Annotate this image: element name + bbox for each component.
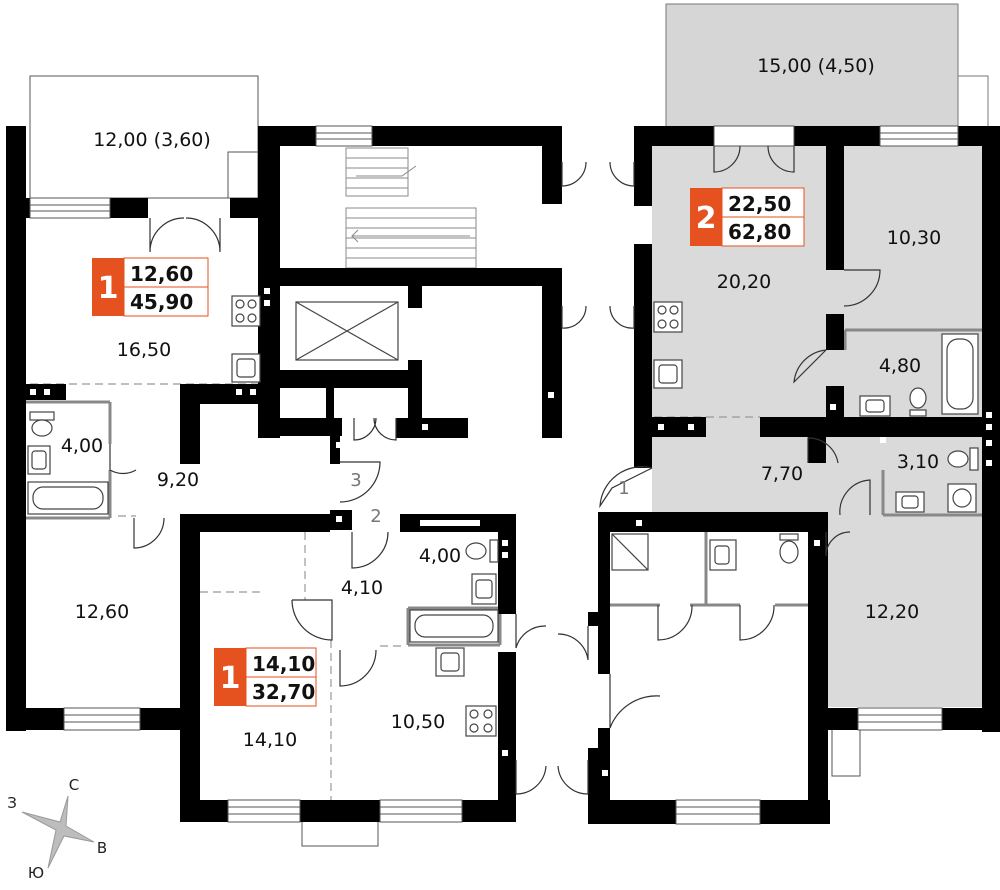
room-area: 12,20 (865, 601, 919, 623)
fixtures (27, 295, 979, 737)
sink-icon (231, 353, 261, 383)
entrance-number: 2 (370, 506, 381, 527)
staircase (345, 147, 477, 269)
elevator-shaft (295, 301, 399, 361)
compass-west: З (7, 794, 17, 812)
bathtub-icon (27, 481, 109, 515)
compass-south: Ю (28, 864, 44, 882)
room-area: 14,10 (243, 729, 297, 751)
entrance-number: 1 (618, 478, 629, 499)
room-area: 7,70 (761, 463, 803, 485)
toilet-icon (779, 533, 799, 564)
apartment-badge-1: 1 12,60 45,90 (92, 257, 209, 317)
sink-icon (859, 395, 891, 417)
room-area: 12,60 (75, 601, 129, 623)
walls (6, 126, 1000, 824)
wall-markers (30, 288, 992, 776)
toilet-icon (465, 539, 499, 563)
room-area: 10,30 (887, 227, 941, 249)
compass-icon (21, 795, 95, 869)
room-area: 9,20 (157, 469, 199, 491)
shower-icon (611, 533, 649, 571)
toilet-icon (947, 447, 979, 471)
entrance-number: 3 (350, 470, 361, 491)
bathtub-icon (409, 609, 499, 643)
compass-north: С (69, 776, 79, 794)
room-area: 4,00 (61, 435, 103, 457)
sink-icon (27, 445, 51, 475)
compass-east: В (97, 839, 107, 857)
sink-icon (435, 647, 465, 677)
badge-room-count: 1 (220, 661, 241, 696)
badge-living-area: 12,60 (130, 262, 193, 286)
badge-total-area: 32,70 (252, 680, 315, 704)
stove-icon (653, 301, 683, 333)
entrance-numbers: 1 2 3 (350, 470, 629, 527)
sink-icon (895, 491, 925, 513)
windows (29, 125, 959, 825)
apartment-badge-2: 2 22,50 62,80 (690, 187, 805, 247)
toilet-icon (909, 387, 927, 417)
room-labels: 12,00 (3,60) 15,00 (4,50) 16,50 4,00 9,2… (61, 55, 941, 751)
room-area: 3,10 (897, 451, 939, 473)
washing-machine-icon (947, 483, 977, 513)
stove-icon (465, 705, 497, 737)
balcony-left-area: 12,00 (3,60) (93, 129, 211, 151)
balcony-right-area: 15,00 (4,50) (757, 55, 875, 77)
room-area: 16,50 (117, 339, 171, 361)
doors (109, 145, 881, 795)
toilet-icon (29, 411, 55, 437)
apartment-badge-3: 1 14,10 32,70 (214, 647, 317, 707)
compass-rose: С В Ю З (7, 776, 107, 882)
badge-room-count: 2 (696, 201, 717, 236)
room-area: 4,00 (419, 545, 461, 567)
stove-icon (231, 295, 261, 327)
room-area: 20,20 (717, 271, 771, 293)
room-area: 10,50 (391, 711, 445, 733)
badge-living-area: 14,10 (252, 652, 315, 676)
sink-icon (709, 539, 737, 571)
sink-icon (471, 573, 497, 605)
badge-living-area: 22,50 (728, 192, 791, 216)
badge-total-area: 62,80 (728, 220, 791, 244)
badge-room-count: 1 (98, 271, 119, 306)
sink-icon (653, 359, 683, 389)
room-area: 4,80 (879, 355, 921, 377)
room-area: 4,10 (341, 577, 383, 599)
bathtub-icon (941, 333, 979, 415)
badge-total-area: 45,90 (130, 290, 193, 314)
